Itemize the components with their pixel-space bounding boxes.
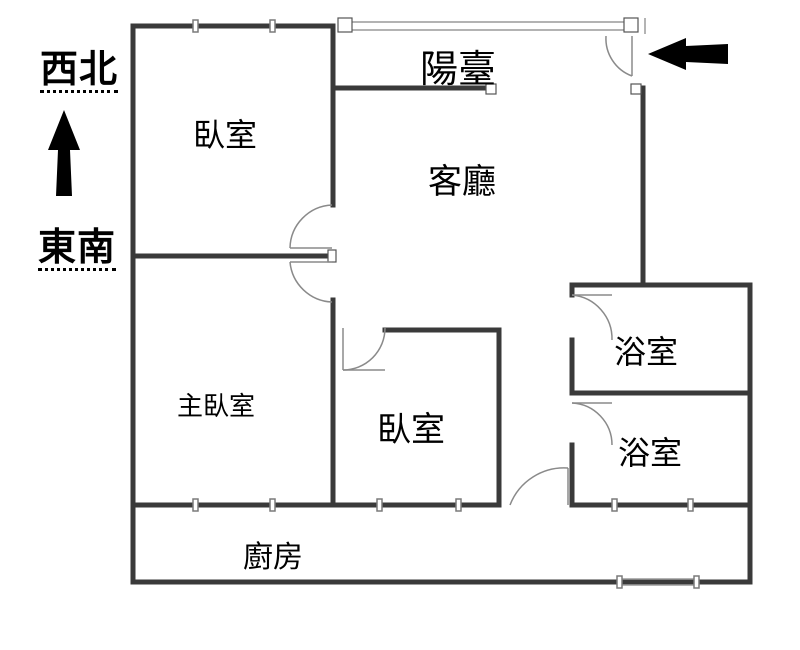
bathroom-upper-label: 浴室 bbox=[614, 333, 679, 371]
windows bbox=[192, 19, 700, 589]
bedroom-top-label: 臥室 bbox=[193, 116, 258, 154]
outer-walls bbox=[130, 23, 753, 585]
living-room-label: 客廳 bbox=[428, 162, 496, 202]
left-arrow-icon bbox=[648, 38, 728, 70]
compass-southeast-label: 東南 bbox=[38, 224, 117, 271]
kitchen-label: 廚房 bbox=[243, 540, 303, 575]
up-arrow-icon bbox=[48, 110, 80, 196]
bedroom-middle-label: 臥室 bbox=[377, 410, 445, 450]
master-bedroom-label: 主臥室 bbox=[177, 392, 256, 422]
bathroom-lower-label: 浴室 bbox=[618, 434, 683, 472]
doors bbox=[289, 35, 633, 506]
compass-northwest-label: 西北 bbox=[40, 46, 119, 93]
balcony-label: 陽臺 bbox=[420, 47, 497, 91]
interior-walls bbox=[130, 83, 753, 508]
balcony-rail bbox=[337, 17, 646, 34]
